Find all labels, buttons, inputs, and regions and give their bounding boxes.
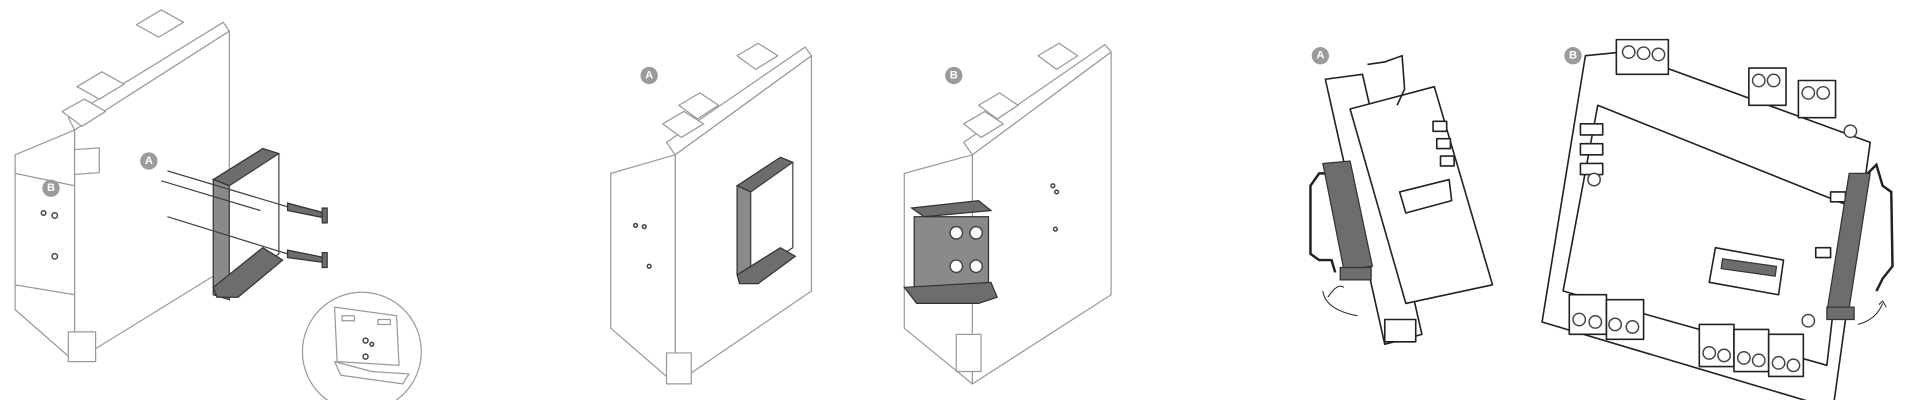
device-body-1 xyxy=(14,9,230,363)
label-badge-b: B xyxy=(945,66,963,85)
panel-din-rail-a: A xyxy=(1309,47,1494,346)
badge-text: B xyxy=(950,70,958,82)
badge-text: B xyxy=(47,182,55,194)
din-rail xyxy=(1309,160,1374,281)
din-rail xyxy=(1826,162,1894,321)
panel-bracket-attach-a: A xyxy=(610,42,813,385)
panel-screw-mount: A B xyxy=(14,9,422,400)
badge-text: A xyxy=(1316,50,1324,62)
rotate-arrow-icon xyxy=(1322,285,1358,317)
dip-switch xyxy=(1708,246,1785,296)
mounting-bracket xyxy=(735,156,797,285)
screws xyxy=(161,170,328,269)
bracket-detail-inset xyxy=(301,291,422,400)
badge-text: A xyxy=(645,70,653,82)
rotate-arrow-icon xyxy=(1857,300,1887,325)
device-side-view xyxy=(1324,54,1494,346)
din-clip-bracket xyxy=(903,199,998,305)
label-badge-a: A xyxy=(1311,47,1330,65)
label-badge-b: B xyxy=(1564,47,1582,65)
badge-text: B xyxy=(1569,50,1577,62)
panel-bracket-attach-b: B xyxy=(903,42,1112,385)
terminal-blocks xyxy=(1568,38,1837,378)
label-badge-b: B xyxy=(42,179,60,197)
device-front-view xyxy=(1541,38,1872,400)
panel-din-rail-b: B xyxy=(1541,38,1894,400)
mounting-bracket xyxy=(211,147,284,301)
label-badge-a: A xyxy=(140,152,158,170)
label-badge-a: A xyxy=(640,66,658,85)
badge-text: A xyxy=(145,155,153,167)
